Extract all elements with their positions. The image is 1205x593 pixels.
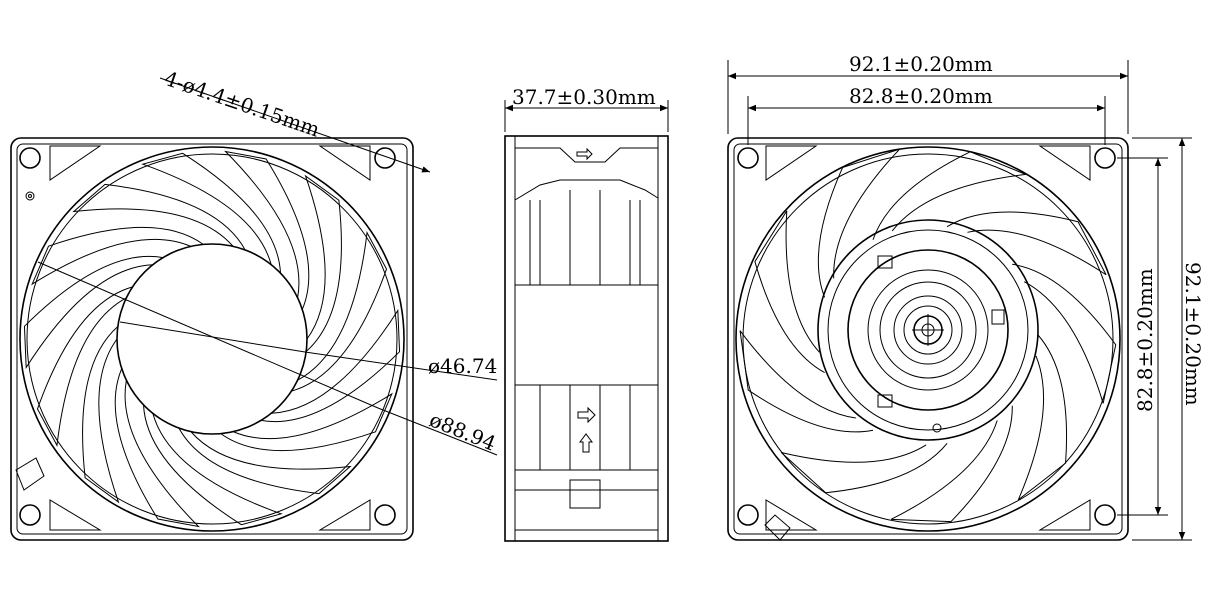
- hole-spec-label: 4-ø4.4±0.15mm: [161, 66, 323, 142]
- front-blade: [304, 174, 342, 352]
- front-blade: [143, 404, 283, 526]
- front-blade: [82, 326, 120, 504]
- back-cable-clip: [764, 514, 791, 541]
- back-hole-bottom-right: [1094, 504, 1116, 526]
- front-blade: [114, 368, 200, 528]
- back-frame-inner: [733, 143, 1123, 535]
- front-blade: [23, 255, 164, 370]
- front-cable-clip: [15, 457, 45, 491]
- overall-width-label: 92.1±0.20mm: [849, 52, 993, 76]
- back-blade: [739, 330, 874, 433]
- back-hole-bottom-left: [737, 504, 759, 526]
- front-opening-outer: [19, 146, 405, 532]
- front-blade: [141, 152, 281, 274]
- front-frame-inner: [16, 143, 408, 535]
- back-blade: [946, 211, 1107, 276]
- front-hub: [116, 243, 308, 435]
- front-view: [10, 77, 498, 541]
- front-blade: [36, 286, 133, 447]
- front-blade: [72, 183, 246, 251]
- rotation-arrow: [579, 433, 593, 453]
- back-blade: [872, 151, 1026, 240]
- front-blade: [220, 392, 393, 452]
- back-blade: [1012, 263, 1117, 404]
- back-frame-outer: [727, 137, 1129, 541]
- back-opening-inner: [742, 153, 1114, 525]
- hole-pitch-width-label: 82.8±0.20mm: [849, 84, 993, 108]
- back-view: [727, 60, 1192, 541]
- back-opening-outer: [735, 146, 1121, 532]
- side-body: [504, 135, 669, 542]
- side-view: [504, 100, 669, 542]
- depth-label: 37.7±0.30mm: [512, 85, 656, 109]
- back-blade: [780, 443, 948, 494]
- back-blade: [754, 210, 825, 374]
- back-hole-top-left: [737, 147, 759, 169]
- back-blade: [817, 148, 900, 298]
- front-hole-top-right: [374, 147, 396, 169]
- front-blade: [178, 427, 352, 495]
- back-hub-dot: [932, 423, 942, 433]
- front-blade: [260, 308, 401, 423]
- back-blades: [739, 148, 1117, 523]
- airflow-arrow-top: [576, 147, 593, 161]
- back-blade: [890, 405, 1013, 523]
- front-blade: [224, 150, 310, 310]
- front-hole-bottom-right: [374, 504, 396, 526]
- front-blades: [23, 150, 401, 528]
- front-hole-bottom-left: [19, 504, 41, 526]
- front-hole-top-left: [19, 147, 41, 169]
- front-frame-outer: [10, 137, 414, 541]
- airflow-arrow: [577, 406, 596, 424]
- hole-pitch-height-label: 82.8±0.20mm: [1133, 268, 1157, 412]
- overall-height-label: 92.1±0.20mm: [1181, 262, 1205, 406]
- back-hole-top-right: [1094, 147, 1116, 169]
- inner-diameter-label: ø46.74: [428, 354, 497, 378]
- front-blade: [31, 226, 204, 286]
- front-screw-marker: [25, 191, 35, 201]
- back-blade: [1017, 334, 1068, 501]
- front-blade: [291, 231, 388, 392]
- outer-diameter-label: ø88.94: [426, 407, 499, 455]
- back-hub-outer: [817, 219, 1039, 441]
- front-opening-inner: [26, 153, 398, 525]
